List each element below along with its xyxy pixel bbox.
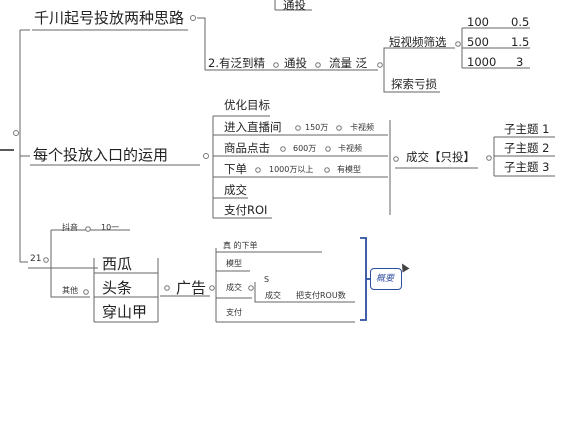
- node-product-click-count[interactable]: 600万: [293, 144, 317, 153]
- node-enter-live-tag[interactable]: 卡视频: [350, 123, 374, 132]
- topic-entry-usage[interactable]: 每个投放入口的运用: [33, 146, 169, 164]
- node-deal[interactable]: 成交: [224, 183, 247, 197]
- node-short-video-filter[interactable]: 短视频筛选: [389, 35, 447, 49]
- node-100-value[interactable]: 0.5: [511, 15, 530, 29]
- node-21[interactable]: 21: [30, 254, 42, 264]
- node-500[interactable]: 500: [467, 35, 489, 49]
- node-product-click-tag[interactable]: 卡视频: [338, 144, 362, 153]
- node-deal-2[interactable]: 成交: [226, 283, 242, 292]
- node-pay[interactable]: 支付: [226, 308, 242, 317]
- node-pay-roi-text[interactable]: 把支付ROU数: [296, 291, 346, 300]
- node-douyin-value[interactable]: 10一: [101, 223, 120, 232]
- node-douyin[interactable]: 抖音: [62, 223, 78, 232]
- node-tongtou[interactable]: 通投: [284, 56, 307, 70]
- summary-node[interactable]: 概要: [370, 268, 402, 290]
- node-enter-live[interactable]: 进入直播间: [224, 120, 282, 134]
- node-subtopic-3[interactable]: 子主题 3: [504, 160, 550, 174]
- node-tongtou-top[interactable]: 通投: [283, 0, 306, 12]
- node-pay-roi[interactable]: 支付ROI: [224, 203, 268, 217]
- node-optimize-target[interactable]: 优化目标: [224, 98, 270, 112]
- node-subtopic-1[interactable]: 子主题 1: [504, 122, 550, 136]
- node-order[interactable]: 下单: [224, 162, 247, 176]
- node-1000[interactable]: 1000: [467, 55, 497, 69]
- node-fan-to-jing[interactable]: 2.有泛到精: [208, 56, 265, 70]
- node-ads[interactable]: 广告: [176, 279, 207, 297]
- node-1000-value[interactable]: 3: [516, 55, 524, 69]
- node-xigua[interactable]: 西瓜: [102, 255, 133, 273]
- topic-qianchuan-strategy[interactable]: 千川起号投放两种思路: [34, 9, 185, 27]
- node-deal-3[interactable]: 成交: [265, 291, 281, 300]
- node-chuanshanjia[interactable]: 穿山甲: [102, 303, 148, 321]
- node-deal-only[interactable]: 成交【只投】: [406, 150, 475, 164]
- node-order-tag[interactable]: 有模型: [337, 165, 361, 174]
- node-explore-loss[interactable]: 探索亏损: [391, 77, 437, 91]
- node-100[interactable]: 100: [467, 15, 489, 29]
- node-product-click[interactable]: 商品点击: [224, 141, 270, 155]
- summary-label: 概要: [376, 274, 395, 284]
- node-enter-live-count[interactable]: 150万: [305, 123, 329, 132]
- node-real-order[interactable]: 真 的下单: [223, 241, 258, 250]
- node-500-value[interactable]: 1.5: [511, 35, 530, 49]
- node-subtopic-2[interactable]: 子主题 2: [504, 141, 550, 155]
- node-order-count[interactable]: 1000万以上: [269, 165, 314, 174]
- node-s-mark: S: [264, 275, 270, 284]
- node-liuliang-fan[interactable]: 流量 泛: [329, 56, 368, 70]
- node-toutiao[interactable]: 头条: [102, 279, 133, 297]
- node-model[interactable]: 模型: [226, 259, 242, 268]
- node-other[interactable]: 其他: [62, 286, 78, 295]
